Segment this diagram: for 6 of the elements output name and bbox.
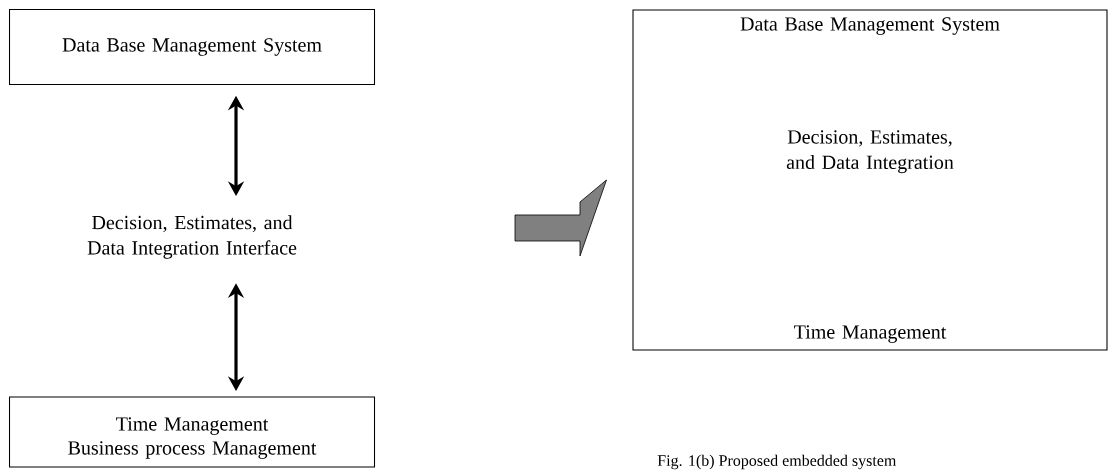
interface-text: Decision, Estimates, and Data Integration Interface: [87, 215, 297, 259]
system-box: Data Base Management System: [9, 8, 376, 86]
system-box: Time Management Business process Management: [9, 396, 376, 468]
system-box: Data Base Management System Decision, Estimates, and Data Integration Time Management: [632, 9, 1108, 351]
caption: Fig. 1(b) Proposed embedded system: [657, 454, 897, 470]
arrow: [514, 179, 607, 257]
